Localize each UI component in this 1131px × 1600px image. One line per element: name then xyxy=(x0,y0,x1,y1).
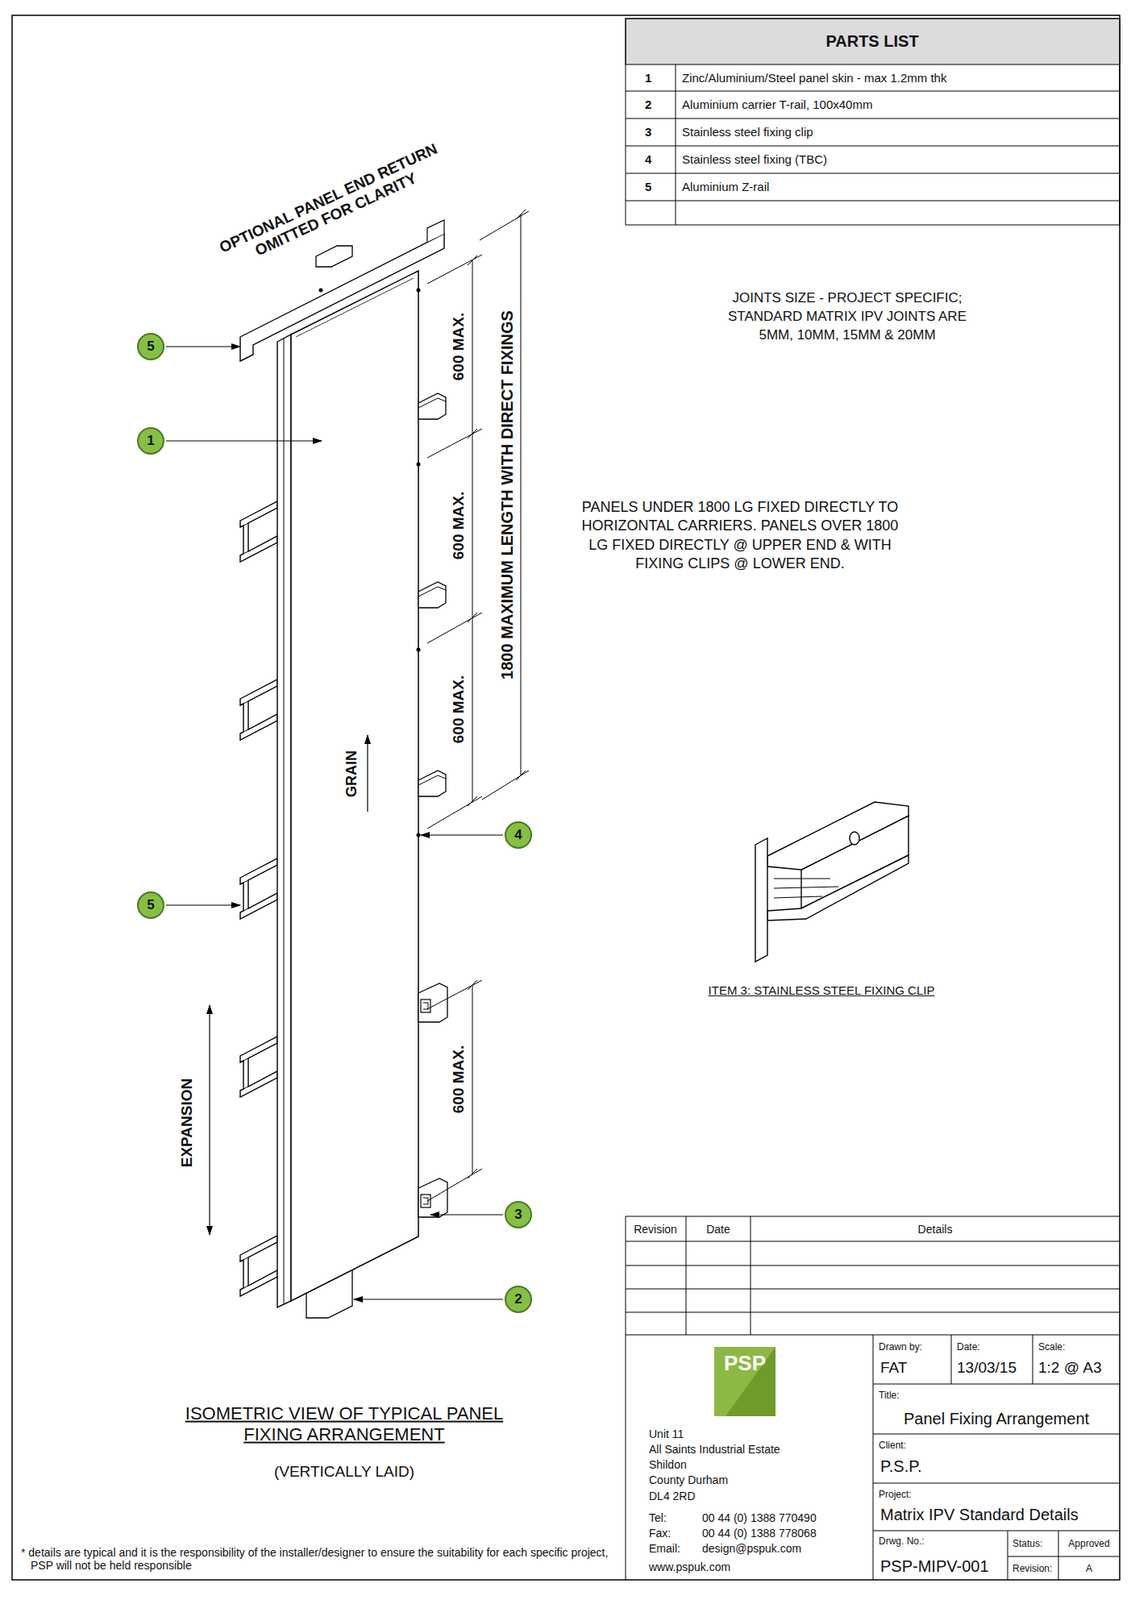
panel-skin xyxy=(277,270,419,1308)
title-block-value: P.S.P. xyxy=(880,1456,923,1477)
fixing-clip-detail xyxy=(755,802,909,962)
parts-list-table xyxy=(625,18,1120,225)
callout-circle: 2 xyxy=(504,1285,533,1314)
title-block-value: Panel Fixing Arrangement xyxy=(903,1409,1090,1429)
part-description: Aluminium carrier T-rail, 100x40mm xyxy=(681,97,873,113)
title-block-value: PSP-MIPV-001 xyxy=(880,1556,990,1576)
title-block-field: Revision: xyxy=(1012,1563,1052,1575)
revision-header: Date xyxy=(706,1222,731,1237)
address-line: DL4 2RD xyxy=(648,1489,696,1504)
part-number: 5 xyxy=(644,179,652,195)
part-number: 4 xyxy=(644,152,652,167)
title-block-field: Date: xyxy=(956,1341,981,1353)
contact-field: Tel: xyxy=(648,1511,667,1526)
expansion-label: EXPANSION xyxy=(178,1078,197,1169)
address-line: All Saints Industrial Estate xyxy=(648,1442,781,1457)
joints-note: JOINTS SIZE - PROJECT SPECIFIC; STANDARD… xyxy=(714,289,981,346)
title-block-field: Client: xyxy=(878,1439,907,1452)
title-block-field: Scale: xyxy=(1038,1341,1065,1353)
carrier-brackets xyxy=(416,288,449,1219)
leader-lines xyxy=(166,346,504,1300)
sheet-border xyxy=(12,15,1120,1581)
revision-header: Details xyxy=(918,1222,953,1237)
view-caption: (VERTICALLY LAID) xyxy=(274,1463,415,1482)
grain-arrow xyxy=(366,735,368,812)
title-block-field: Status: xyxy=(1012,1538,1043,1550)
address-line: Shildon xyxy=(648,1458,687,1472)
footnote: * details are typical and it is the resp… xyxy=(20,1546,622,1572)
dimension-text: 600 MAX. xyxy=(449,312,469,381)
dimension-text: 600 MAX. xyxy=(449,1045,469,1114)
title-block-value: Matrix IPV Standard Details xyxy=(880,1505,1079,1525)
part-description: Stainless steel fixing (TBC) xyxy=(681,152,828,167)
part-number: 2 xyxy=(644,97,652,113)
dimension-text: 1800 MAXIMUM LENGTH WITH DIRECT FIXINGS xyxy=(497,310,517,680)
callout-circle: 5 xyxy=(137,891,165,919)
callout-number: 3 xyxy=(514,1206,522,1223)
detail-caption: ITEM 3: STAINLESS STEEL FIXING CLIP xyxy=(708,983,936,998)
part-description: Stainless steel fixing clip xyxy=(681,124,814,140)
contact-value: 00 44 (0) 1388 770490 xyxy=(702,1511,817,1526)
title-block-value: 1:2 @ A3 xyxy=(1038,1359,1102,1378)
title-block-field: Title: xyxy=(878,1389,900,1402)
contact-value: www.pspuk.com xyxy=(648,1560,731,1575)
contact-field: Email: xyxy=(648,1542,681,1556)
expansion-arrow xyxy=(208,1005,210,1235)
callout-circle: 5 xyxy=(137,332,165,361)
title-block-field: Project: xyxy=(878,1488,912,1501)
contact-value: design@pspuk.com xyxy=(702,1542,802,1556)
callout-number: 4 xyxy=(514,827,522,844)
title-block-field: Drawn by: xyxy=(878,1341,923,1353)
callout-circle: 4 xyxy=(504,821,533,849)
part-number: 1 xyxy=(644,70,652,86)
callout-number: 1 xyxy=(146,432,154,450)
fixing-note: PANELS UNDER 1800 LG FIXED DIRECTLY TO H… xyxy=(570,498,910,574)
dimension-text: 600 MAX. xyxy=(449,491,469,560)
contact-field: Fax: xyxy=(648,1526,671,1541)
title-block-value: 13/03/15 xyxy=(956,1359,1017,1378)
callout-number: 5 xyxy=(146,897,154,914)
title-block-value: FAT xyxy=(880,1359,907,1378)
logo-text: PSP xyxy=(723,1351,766,1377)
title-block-value: Approved xyxy=(1068,1538,1110,1550)
callout-number: 2 xyxy=(514,1291,522,1308)
title-block-grid xyxy=(625,1216,1120,1581)
address-line: Unit 11 xyxy=(648,1427,684,1442)
view-title: ISOMETRIC VIEW OF TYPICAL PANEL FIXING A… xyxy=(182,1403,506,1447)
parts-list-heading: PARTS LIST xyxy=(825,31,919,51)
contact-value: 00 44 (0) 1388 778068 xyxy=(702,1526,817,1541)
company-logo xyxy=(714,1347,776,1417)
dimension-text: 600 MAX. xyxy=(449,675,469,744)
part-description: Aluminium Z-rail xyxy=(681,179,770,195)
title-block-field: Drwg. No.: xyxy=(878,1535,925,1547)
title-block-value: A xyxy=(1085,1563,1093,1575)
callout-number: 5 xyxy=(146,338,154,355)
callout-circle: 1 xyxy=(137,427,165,455)
grain-label: GRAIN xyxy=(343,750,362,798)
dimension-lines xyxy=(427,209,529,1202)
revision-header: Revision xyxy=(633,1222,678,1237)
callout-circle: 3 xyxy=(504,1201,533,1229)
part-number: 3 xyxy=(644,124,652,140)
part-description: Zinc/Aluminium/Steel panel skin - max 1.… xyxy=(681,70,947,86)
address-line: County Durham xyxy=(648,1473,728,1488)
